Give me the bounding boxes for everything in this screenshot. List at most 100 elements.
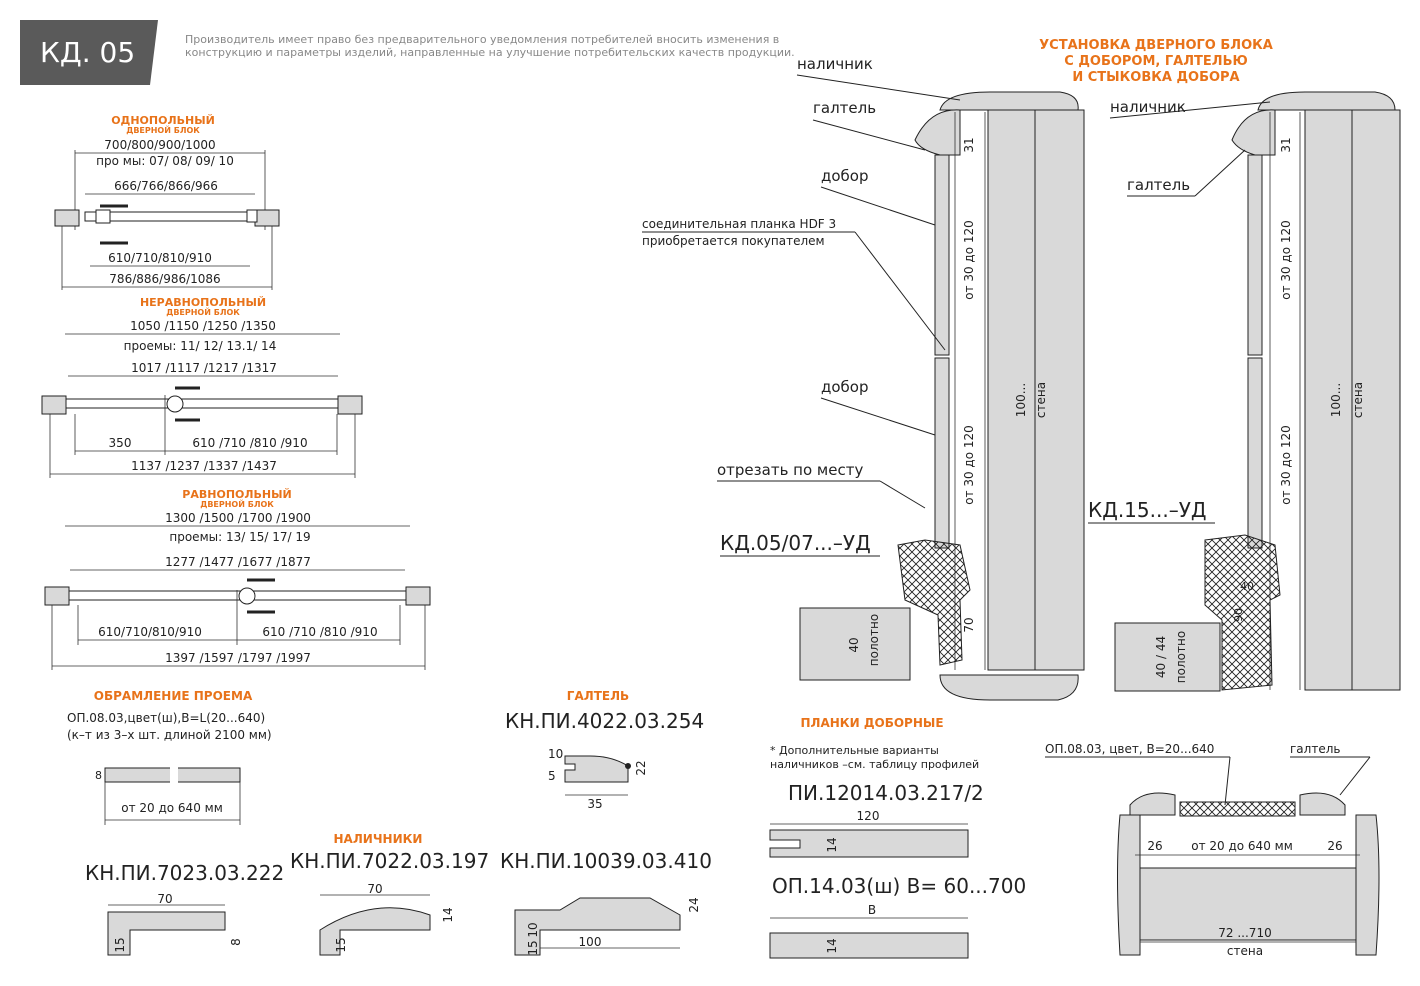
framing-section: ОБРАМЛЕНИЕ ПРОЕМА ОП.08.03,цвет(ш),B=L(2… — [67, 689, 272, 825]
right-d100: 100... — [1329, 383, 1343, 417]
right-box: КД.15...–УД — [1088, 498, 1207, 522]
section-galtel: галтель — [1290, 742, 1340, 756]
single-dim-5: 786/886/986/1086 — [109, 272, 220, 286]
install-title-1: УСТАНОВКА ДВЕРНОГО БЛОКА — [1039, 38, 1273, 53]
galtel-profile: ГАЛТЕЛЬ КН.ПИ.4022.03.254 10 5 22 35 — [505, 689, 704, 811]
left-d31: 31 — [962, 137, 976, 152]
single-dim-4: 610/710/810/910 — [108, 251, 212, 265]
equal-dim-5: 610 /710 /810 /910 — [262, 625, 377, 639]
left-cut: отрезать по месту — [717, 461, 863, 479]
unequal-dim-2: проемы: 11/ 12/ 13.1/ 14 — [124, 339, 277, 353]
left-d30-120-b: от 30 до 120 — [962, 425, 976, 505]
plank-1-height: 14 — [825, 837, 839, 852]
casing-3-width: 100 — [579, 935, 602, 949]
single-dim-3: 666/766/866/966 — [114, 179, 218, 193]
notice-line-2: конструкцию и параметры изделий, направл… — [185, 46, 795, 59]
right-d31: 31 — [1279, 137, 1293, 152]
header: КД. 05 Производитель имеет право без пре… — [20, 20, 795, 85]
plank-1-width: 120 — [857, 809, 880, 823]
framing-d8: 8 — [95, 769, 102, 782]
casing-1-code: КН.ПИ.7023.03.222 — [85, 861, 284, 885]
section-label: ОП.08.03, цвет, B=20...640 — [1045, 742, 1214, 756]
opening-section: ОП.08.03, цвет, B=20...640 галтель 26 от… — [1045, 742, 1380, 958]
extension-planks: ПЛАНКИ ДОБОРНЫЕ * Дополнительные вариант… — [769, 716, 1026, 959]
right-d30-120-b: от 30 до 120 — [1279, 425, 1293, 505]
install-right: 31 от 30 до 120 от 30 до 120 40 90 100..… — [1088, 91, 1401, 692]
extension-title: ПЛАНКИ ДОБОРНЫЕ — [800, 716, 943, 730]
left-leaf: полотно — [867, 614, 881, 666]
unequal-dim-3: 1017 /1117 /1217 /1317 — [131, 361, 277, 375]
left-d40: 40 — [847, 637, 861, 652]
left-d100: 100... — [1014, 383, 1028, 417]
plank-2-height: 14 — [825, 938, 839, 953]
framing-title: ОБРАМЛЕНИЕ ПРОЕМА — [94, 689, 253, 703]
galtel-d5: 5 — [548, 769, 556, 783]
single-dim-1: 700/800/900/1000 — [104, 138, 215, 152]
casing-2-depth: 14 — [441, 907, 455, 922]
unequal-title: НЕРАВНОПОЛЬНЫЙ — [140, 296, 266, 309]
section-wall: стена — [1227, 944, 1263, 958]
right-d90: 90 — [1232, 608, 1245, 622]
single-title: ОДНОПОЛЬНЫЙ — [111, 114, 215, 127]
equal-subtitle: ДВЕРНОЙ БЛОК — [200, 498, 274, 509]
install-title-3: И СТЫКОВКА ДОБОРА — [1072, 70, 1239, 85]
galtel-code: КН.ПИ.4022.03.254 — [505, 709, 704, 733]
section-d26-b: 26 — [1327, 839, 1342, 853]
equal-door-plan: РАВНОПОЛЬНЫЙ ДВЕРНОЙ БЛОК 1300 /1500 /17… — [44, 488, 431, 670]
unequal-dim-6: 1137 /1237 /1337 /1437 — [131, 459, 277, 473]
left-box: КД.05/07...–УД — [720, 531, 871, 555]
install-title: УСТАНОВКА ДВЕРНОГО БЛОКА С ДОБОРОМ, ГАЛТ… — [1039, 38, 1273, 85]
extension-note-2: наличников –см. таблицу профилей — [770, 758, 979, 771]
left-wall: стена — [1034, 382, 1048, 418]
casings-section: НАЛИЧНИКИ КН.ПИ.7023.03.222 70 15 8 КН.П… — [85, 832, 712, 956]
model-title: КД. 05 — [40, 36, 135, 69]
extension-note-1: * Дополнительные варианты — [770, 744, 939, 757]
galtel-d22: 22 — [634, 760, 648, 775]
right-d30-120-a: от 30 до 120 — [1279, 220, 1293, 300]
equal-dim-4: 610/710/810/910 — [98, 625, 202, 639]
install-title-2: С ДОБОРОМ, ГАЛТЕЛЬЮ — [1064, 54, 1248, 69]
casing-2-code: КН.ПИ.7022.03.197 — [290, 849, 489, 873]
section-wall-range: 72 ...710 — [1218, 926, 1271, 940]
notice-line-1: Производитель имеет право без предварите… — [185, 33, 779, 46]
equal-dim-6: 1397 /1597 /1797 /1997 — [165, 651, 311, 665]
unequal-door-plan: НЕРАВНОПОЛЬНЫЙ ДВЕРНОЙ БЛОК 1050 /1150 /… — [41, 296, 363, 478]
casing-1-height: 15 — [113, 937, 127, 952]
galtel-d35: 35 — [587, 797, 602, 811]
left-galtel: галтель — [813, 99, 876, 117]
right-galtel: галтель — [1127, 176, 1190, 194]
plank-1-code: ПИ.12014.03.217/2 — [788, 781, 984, 805]
unequal-dim-1: 1050 /1150 /1250 /1350 — [130, 319, 276, 333]
left-dobor-2: добор — [821, 378, 869, 396]
equal-dim-1: 1300 /1500 /1700 /1900 — [165, 511, 311, 525]
casing-3-d10: 10 — [526, 922, 540, 937]
single-dim-2: про мы: 07/ 08/ 09/ 10 — [96, 154, 234, 168]
left-d30-120-a: от 30 до 120 — [962, 220, 976, 300]
right-d40: 40 — [1240, 580, 1254, 593]
plank-2-code: ОП.14.03(ш) B= 60...700 — [772, 874, 1026, 898]
galtel-title: ГАЛТЕЛЬ — [567, 689, 629, 703]
section-d26-a: 26 — [1147, 839, 1162, 853]
right-leaf: полотно — [1174, 631, 1188, 683]
single-door-plan: ОДНОПОЛЬНЫЙ ДВЕРНОЙ БЛОК 700/800/900/100… — [54, 114, 280, 290]
unequal-subtitle: ДВЕРНОЙ БЛОК — [166, 306, 240, 317]
left-planka-1: соединительная планка HDF 3 — [642, 217, 836, 231]
casing-2-width: 70 — [367, 882, 382, 896]
right-d40-44: 40 / 44 — [1154, 636, 1168, 678]
framing-line-1: ОП.08.03,цвет(ш),B=L(20...640) — [67, 711, 265, 725]
casing-3-d24: 24 — [687, 897, 701, 912]
model-badge — [20, 20, 158, 85]
right-nalichnik: наличник — [1110, 98, 1186, 116]
left-dobor: добор — [821, 167, 869, 185]
left-d70: 70 — [962, 617, 976, 632]
framing-range: от 20 до 640 мм — [121, 801, 223, 815]
plank-2-width: B — [868, 903, 876, 917]
right-wall: стена — [1351, 382, 1365, 418]
casing-2-height: 15 — [334, 937, 348, 952]
equal-dim-2: проемы: 13/ 15/ 17/ 19 — [169, 530, 310, 544]
unequal-dim-4: 350 — [109, 436, 132, 450]
framing-line-2: (к–т из 3–х шт. длиной 2100 мм) — [67, 728, 272, 742]
unequal-dim-5: 610 /710 /810 /910 — [192, 436, 307, 450]
casing-3-height: 15 — [526, 940, 540, 955]
